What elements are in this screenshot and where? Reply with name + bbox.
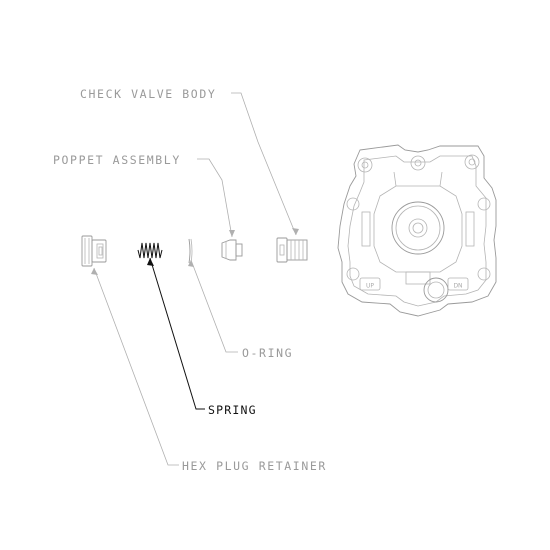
label-poppet-assembly: POPPET ASSEMBLY xyxy=(53,153,181,167)
spring-part xyxy=(137,242,163,259)
body-marking-left: UP xyxy=(366,283,374,290)
valve-housing: UP DN xyxy=(337,144,497,317)
check-valve-cartridge-part xyxy=(276,237,308,263)
label-spring: SPRING xyxy=(208,403,257,417)
leader-o-ring xyxy=(188,259,238,353)
leader-poppet-assembly xyxy=(197,158,235,238)
o-ring-part xyxy=(188,238,193,264)
label-hex-plug-retainer: HEX PLUG RETAINER xyxy=(182,459,327,473)
label-check-valve-body: CHECK VALVE BODY xyxy=(80,87,216,101)
leader-spring xyxy=(147,257,205,410)
leader-hex-plug-retainer xyxy=(91,267,179,466)
label-o-ring: O-RING xyxy=(242,346,293,360)
poppet-assembly-part xyxy=(221,239,243,261)
body-marking-right: DN xyxy=(453,283,462,290)
hex-plug-retainer-part xyxy=(81,235,107,267)
leader-check-valve-body xyxy=(231,92,299,236)
